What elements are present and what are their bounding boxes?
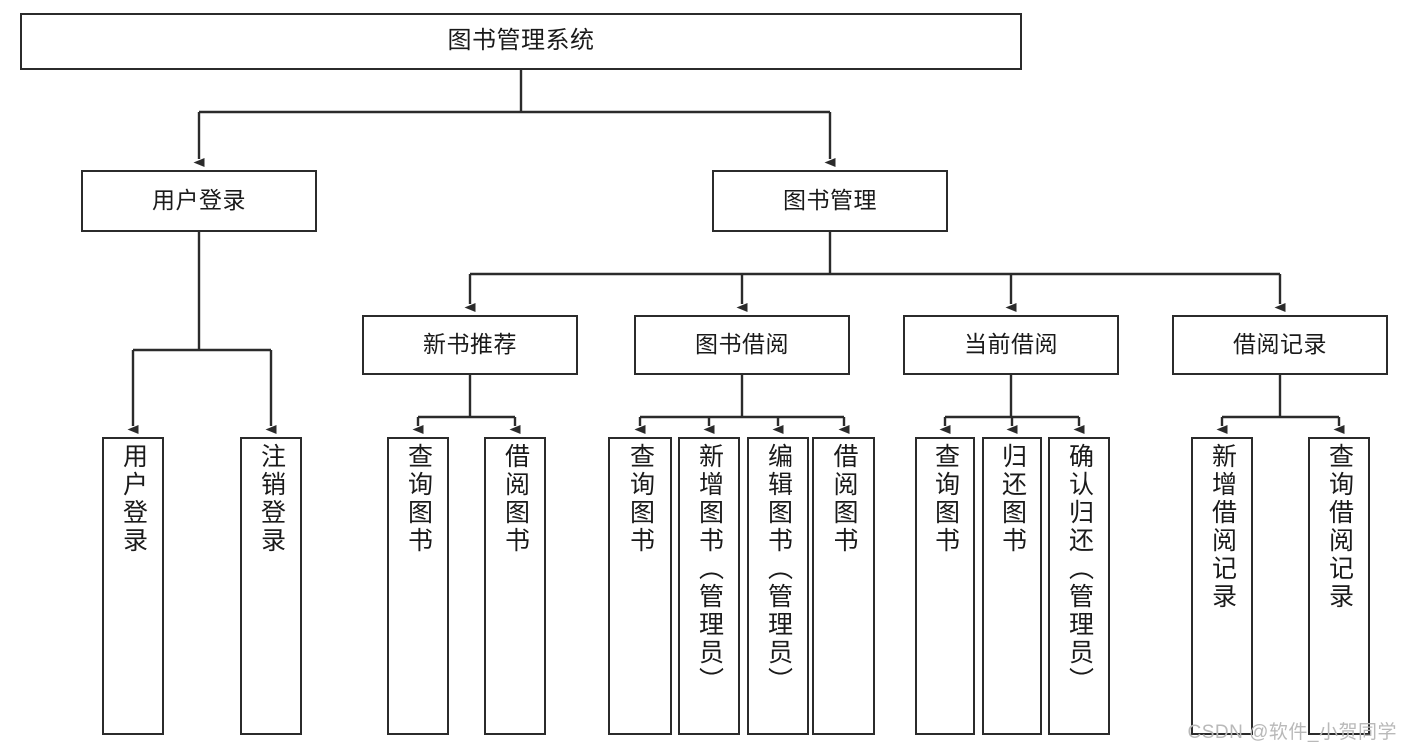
node-bookmgmt[interactable]: 图书管理 xyxy=(712,170,948,232)
node-newbook[interactable]: 新书推荐 xyxy=(362,315,578,375)
node-leaf-12[interactable]: 新增借阅记录 xyxy=(1191,437,1253,735)
node-label: 查询图书 xyxy=(931,443,960,555)
node-label: 借阅图书 xyxy=(501,443,530,555)
node-label: 新书推荐 xyxy=(423,331,517,358)
node-leaf-4[interactable]: 借阅图书 xyxy=(484,437,546,735)
node-label: 用户登录 xyxy=(152,187,246,214)
node-records[interactable]: 借阅记录 xyxy=(1172,315,1388,375)
node-leaf-1[interactable]: 用户登录 xyxy=(102,437,164,735)
node-leaf-5[interactable]: 查询图书 xyxy=(608,437,672,735)
node-leaf-2[interactable]: 注销登录 xyxy=(240,437,302,735)
node-label: 编辑图书（管理员） xyxy=(764,443,793,695)
node-label: 查询图书 xyxy=(626,443,655,555)
node-root[interactable]: 图书管理系统 xyxy=(20,13,1022,70)
node-label: 图书借阅 xyxy=(695,331,789,358)
node-label: 确认归还（管理员） xyxy=(1065,443,1094,695)
node-label: 图书管理系统 xyxy=(447,27,595,55)
node-label: 归还图书 xyxy=(998,443,1027,555)
node-label: 查询图书 xyxy=(404,443,433,555)
node-leaf-3[interactable]: 查询图书 xyxy=(387,437,449,735)
node-login[interactable]: 用户登录 xyxy=(81,170,317,232)
node-leaf-6[interactable]: 新增图书（管理员） xyxy=(678,437,740,735)
node-label: 查询借阅记录 xyxy=(1325,443,1354,611)
node-label: 借阅图书 xyxy=(830,443,858,555)
node-label: 图书管理 xyxy=(783,187,877,214)
node-label: 注销登录 xyxy=(257,443,286,555)
node-label: 借阅记录 xyxy=(1233,331,1327,358)
node-leaf-8[interactable]: 借阅图书 xyxy=(812,437,875,735)
node-leaf-10[interactable]: 归还图书 xyxy=(982,437,1042,735)
node-current[interactable]: 当前借阅 xyxy=(903,315,1119,375)
node-label: 新增图书（管理员） xyxy=(695,443,724,695)
node-label: 新增借阅记录 xyxy=(1208,443,1237,611)
node-label: 用户登录 xyxy=(119,443,148,555)
node-leaf-9[interactable]: 查询图书 xyxy=(915,437,975,735)
node-borrow[interactable]: 图书借阅 xyxy=(634,315,850,375)
node-leaf-11[interactable]: 确认归还（管理员） xyxy=(1048,437,1110,735)
node-label: 当前借阅 xyxy=(964,331,1058,358)
watermark: CSDN @软件_小贺同学 xyxy=(1187,722,1397,743)
node-leaf-7[interactable]: 编辑图书（管理员） xyxy=(747,437,809,735)
node-leaf-13[interactable]: 查询借阅记录 xyxy=(1308,437,1370,735)
